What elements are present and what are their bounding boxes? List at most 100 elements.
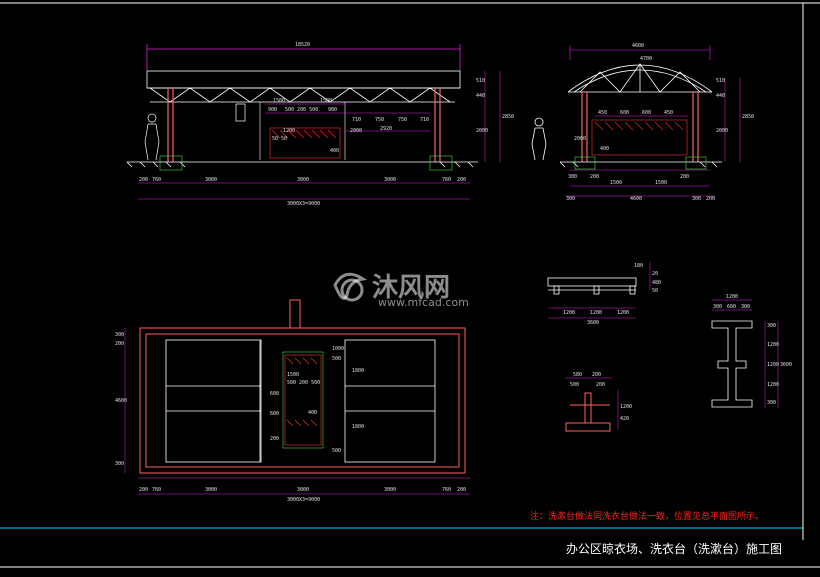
plan-inner-dim-5: 1800 xyxy=(352,368,364,374)
sink-dim-1: 200 xyxy=(592,372,601,378)
column-right-dim-2: 1200 xyxy=(767,362,779,368)
construction-note: 注：洗漱台做法同洗衣台做法一致，位置见总平面图所示。 xyxy=(530,510,764,522)
column-right-dim-3: 1200 xyxy=(767,382,779,388)
side-bottom-dim-0: 200 xyxy=(139,177,148,183)
side-bottom-dim-2: 3000 xyxy=(205,177,217,183)
end-right-dim-2: 2000 xyxy=(716,128,728,134)
plan-inner-dim-6: 1800 xyxy=(352,424,364,430)
end-right-dim-1: 440 xyxy=(716,93,725,99)
section-detail: 180 20 480 50 1200 1200 1200 3600 xyxy=(547,262,661,326)
side-inner-dim-4: 900 xyxy=(328,107,337,113)
watermark: 沐风网 www.mfcad.com xyxy=(333,272,469,309)
end-elevation: 4600 4700 450 600 xyxy=(531,43,754,202)
side-inner-dim-11: 50 50 xyxy=(272,136,287,142)
side-elevation: 18520 xyxy=(126,42,514,207)
end-inner-dim-2: 600 xyxy=(642,110,651,116)
drawing-title: 办公区晾衣场、洗衣台（洗漱台）施工图 xyxy=(566,541,782,556)
column-right-dim-5: 3600 xyxy=(780,362,792,368)
side-inner-dim-7: 750 xyxy=(398,117,407,123)
sink-dim-2: 500 xyxy=(570,382,579,388)
sink-dim-4: 1200 xyxy=(620,404,632,410)
side-inner-dim-5: 710 xyxy=(352,117,361,123)
side-inner-dim-0: 1500 xyxy=(273,98,285,104)
plan-inner-dim-8: 600 xyxy=(270,411,279,417)
plan-inner-dim-1: 500 200 500 xyxy=(287,380,320,386)
watermark-url: www.mfcad.com xyxy=(378,296,469,309)
side-bottom-dim-3: 3000 xyxy=(297,177,309,183)
plan-left-dim-2: 4600 xyxy=(115,398,127,404)
section-dim-1: 20 xyxy=(652,271,658,277)
sink-detail: 580 200 500 200 1200 420 xyxy=(565,372,632,432)
section-dim-7: 3600 xyxy=(587,320,599,326)
side-inner-dim-8: 710 xyxy=(420,117,429,123)
plan-inner-dim-4: 500 xyxy=(332,356,341,362)
column-top-dim-2: 600 xyxy=(727,304,736,310)
end-inner-dim-5: 2000 xyxy=(574,136,586,142)
side-inner-dim-13: 2000 xyxy=(350,128,362,134)
column-top-dim-3: 300 xyxy=(741,304,750,310)
plan-inner-dim-7: 500 xyxy=(332,448,341,454)
plan-inner-dim-2: 600 xyxy=(270,391,279,397)
side-right-dim-2: 2000 xyxy=(476,128,488,134)
end-right-dim-0: 510 xyxy=(716,78,725,84)
end-bottom-dim-3: 1500 xyxy=(655,180,667,186)
end-inner-dim-0: 450 xyxy=(598,110,607,116)
end-bottom-dim-1: 200 xyxy=(590,174,599,180)
plan-left-dim-1: 200 xyxy=(115,341,124,347)
plan-inner-dim-9: 400 xyxy=(308,410,317,416)
end-top-dim-0: 4600 xyxy=(632,43,644,49)
end-bottom-dim-6: 4600 xyxy=(630,196,642,202)
section-dim-0: 180 xyxy=(634,263,643,269)
sink-dim-3: 200 xyxy=(596,382,605,388)
column-top-dim-1: 300 xyxy=(713,304,722,310)
section-dim-6: 1200 xyxy=(617,310,629,316)
plan-bottom-dim-1: 760 xyxy=(152,487,161,493)
end-top-dim-1: 4700 xyxy=(640,56,652,62)
column-right-dim-0: 300 xyxy=(767,323,776,329)
end-inner-dim-1: 600 xyxy=(620,110,629,116)
side-inner-dim-12: 400 xyxy=(330,148,339,154)
side-inner-dim-2: 900 xyxy=(268,107,277,113)
side-right-dim-0: 510 xyxy=(476,78,485,84)
end-bottom-dim-0: 300 xyxy=(568,174,577,180)
column-top-dim-0: 1200 xyxy=(726,294,738,300)
side-right-dim-1: 440 xyxy=(476,93,485,99)
sink-dim-0: 580 xyxy=(573,372,582,378)
section-dim-2: 480 xyxy=(652,280,661,286)
side-bottom-dim-4: 3000 xyxy=(384,177,396,183)
side-inner-dim-9: 2920 xyxy=(380,126,392,132)
plan-view: 300 200 4600 300 1500 500 200 500 600 10… xyxy=(115,299,470,503)
end-right-dim-3: 2850 xyxy=(742,114,754,120)
end-bottom-dim-2: 1500 xyxy=(610,180,622,186)
plan-total-dim: 3000X3=9000 xyxy=(287,497,320,503)
side-inner-dim-6: 750 xyxy=(375,117,384,123)
side-top-dim: 18520 xyxy=(295,42,310,48)
side-bottom-dim-5: 760 xyxy=(442,177,451,183)
plan-bottom-dim-5: 760 xyxy=(442,487,451,493)
side-bottom-dim-1: 760 xyxy=(152,177,161,183)
plan-inner-dim-0: 1500 xyxy=(287,372,299,378)
column-right-dim-4: 300 xyxy=(767,400,776,406)
side-bottom-dim-6: 200 xyxy=(457,177,466,183)
section-dim-4: 1200 xyxy=(563,310,575,316)
side-total-dim: 3000X3=9000 xyxy=(287,201,320,207)
end-inner-dim-3: 450 xyxy=(664,110,673,116)
watermark-brand: 沐风网 xyxy=(372,273,450,303)
side-inner-dim-10: 1200 xyxy=(283,128,295,134)
side-inner-dim-1: 1500 xyxy=(320,98,332,104)
section-dim-5: 1200 xyxy=(590,310,602,316)
plan-bottom-dim-2: 3000 xyxy=(205,487,217,493)
plan-bottom-dim-6: 200 xyxy=(457,487,466,493)
plan-left-dim-3: 300 xyxy=(115,461,124,467)
plan-inner-dim-3: 1000 xyxy=(332,346,344,352)
plan-inner-dim-10: 200 xyxy=(270,436,279,442)
sink-dim-5: 420 xyxy=(620,416,629,422)
watermark-logo-icon xyxy=(333,272,368,302)
end-bottom-dim-8: 200 xyxy=(706,196,715,202)
plan-bottom-dim-3: 3000 xyxy=(297,487,309,493)
section-dim-3: 50 xyxy=(652,288,658,294)
side-right-dim-3: 2850 xyxy=(502,114,514,120)
side-inner-dim-3: 500 200 500 xyxy=(285,107,318,113)
